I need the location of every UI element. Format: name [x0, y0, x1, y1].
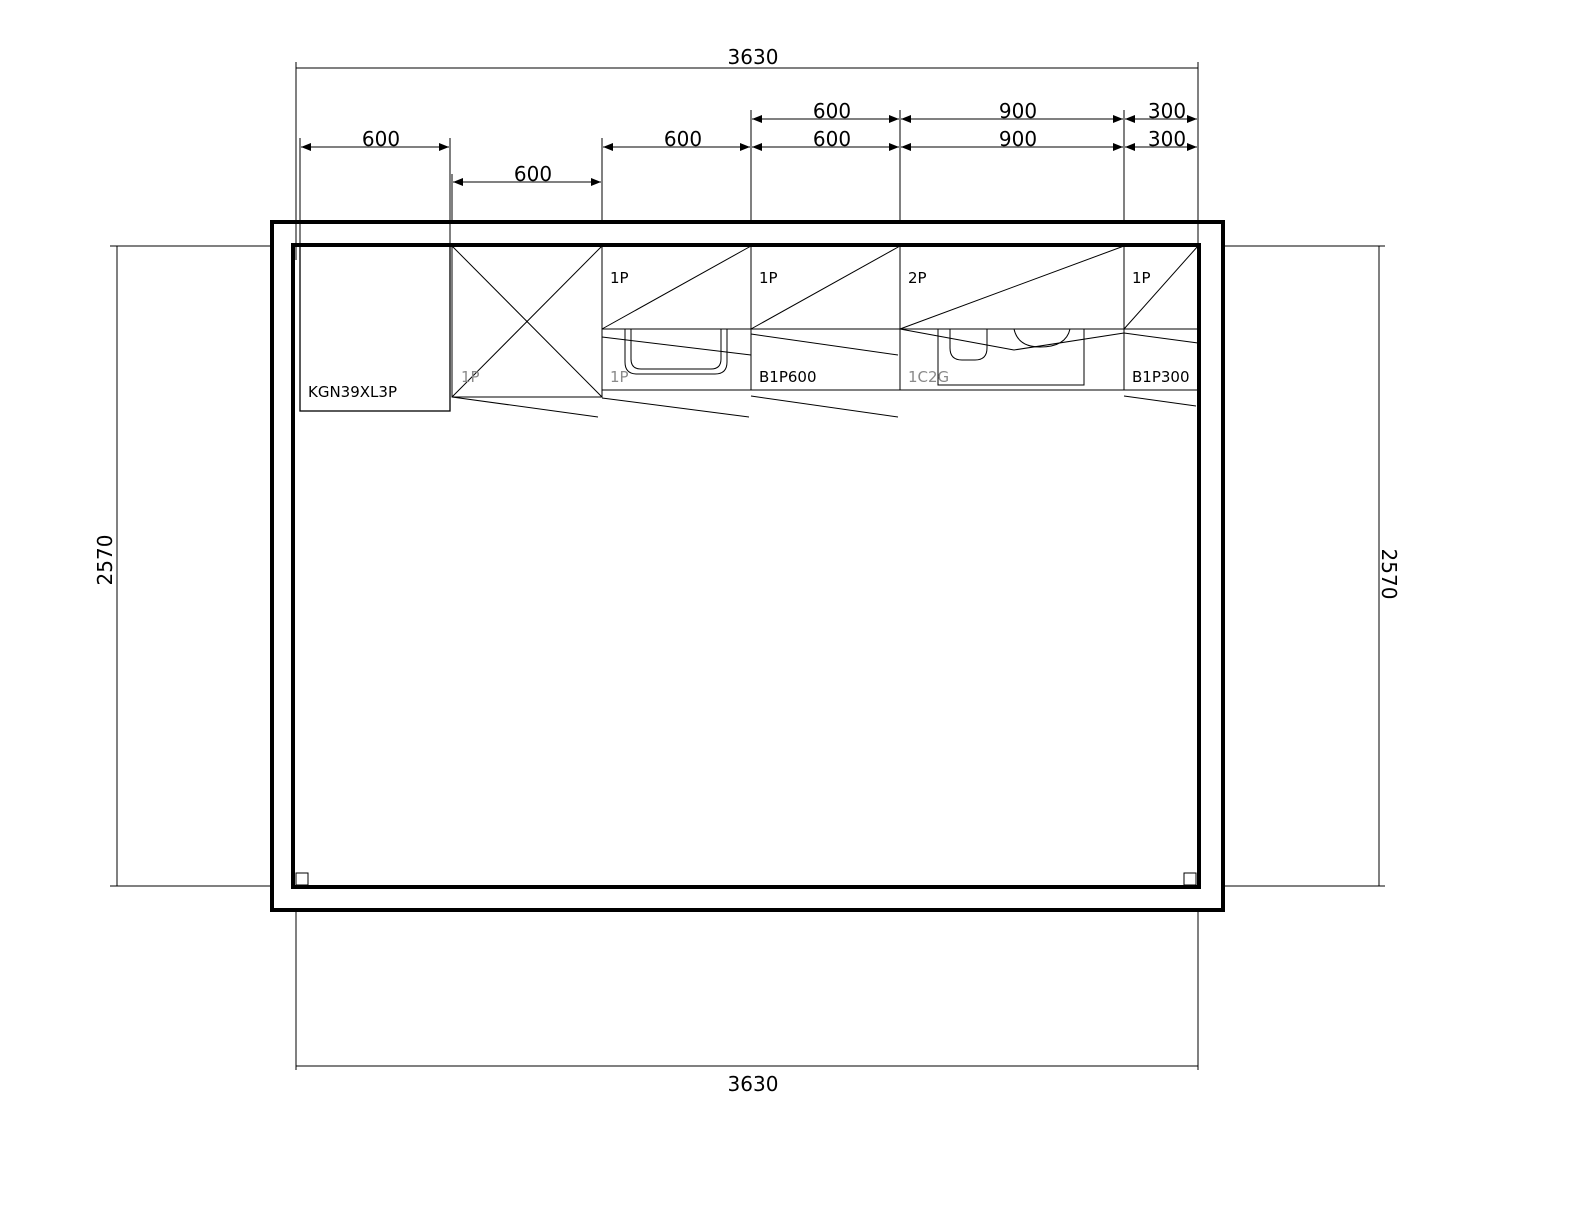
base-top-label: 1P — [759, 269, 778, 287]
hob-burner-left — [949, 329, 988, 361]
dim-top-total: 3630 — [728, 45, 779, 69]
sink-basin — [624, 329, 728, 375]
small-cabinet-300: 1P B1P300 — [1123, 245, 1199, 407]
corner-ghost-label: 1P — [461, 368, 480, 386]
dim-bottom-total: 3630 — [728, 1072, 779, 1096]
dim-lower-1: 600 — [362, 127, 400, 151]
dimension-lines — [116, 67, 1380, 1067]
hob-cabinet: 2P 1C2G — [899, 245, 1125, 391]
dim-lower-2: 600 — [514, 162, 552, 186]
dim-upper-2: 900 — [999, 99, 1037, 123]
dim-upper-1: 600 — [813, 99, 851, 123]
dim-lower-3: 600 — [664, 127, 702, 151]
fridge-cabinet: KGN39XL3P — [299, 245, 451, 412]
hob-top-label: 2P — [908, 269, 927, 287]
base-cabinet-600: 1P B1P600 — [750, 245, 901, 418]
dimension-labels: 3630 3630 2570 2570 600 600 600 600 900 … — [93, 45, 1401, 1096]
room-walls — [270, 220, 1225, 912]
sink-ghost-label: 1P — [610, 368, 629, 386]
extension-lines — [110, 62, 1385, 1070]
dim-left-height: 2570 — [93, 535, 117, 586]
corner-mark-right — [1183, 872, 1197, 886]
fridge-label: KGN39XL3P — [308, 383, 397, 401]
dim-upper-3: 300 — [1148, 99, 1186, 123]
base-cabinet-label: B1P600 — [759, 368, 817, 386]
inner-wall — [291, 243, 1201, 889]
cabinet-row: KGN39XL3P 1P 1P 1P — [299, 245, 1199, 418]
sink-top-label: 1P — [610, 269, 629, 287]
outer-wall — [270, 220, 1225, 912]
corner-mark-left — [295, 872, 309, 886]
dim-lower-6: 300 — [1148, 127, 1186, 151]
dim-lower-4: 600 — [813, 127, 851, 151]
sink-cabinet: 1P 1P — [601, 245, 752, 418]
corner-cabinet: 1P — [451, 245, 603, 418]
small-cabinet-label: B1P300 — [1132, 368, 1190, 386]
dim-lower-5: 900 — [999, 127, 1037, 151]
hob-burner-right — [1013, 328, 1071, 348]
dim-right-height: 2570 — [1377, 549, 1401, 600]
hob-plate — [937, 328, 1085, 386]
hob-ghost-label: 1C2G — [908, 368, 949, 386]
small-top-label: 1P — [1132, 269, 1151, 287]
